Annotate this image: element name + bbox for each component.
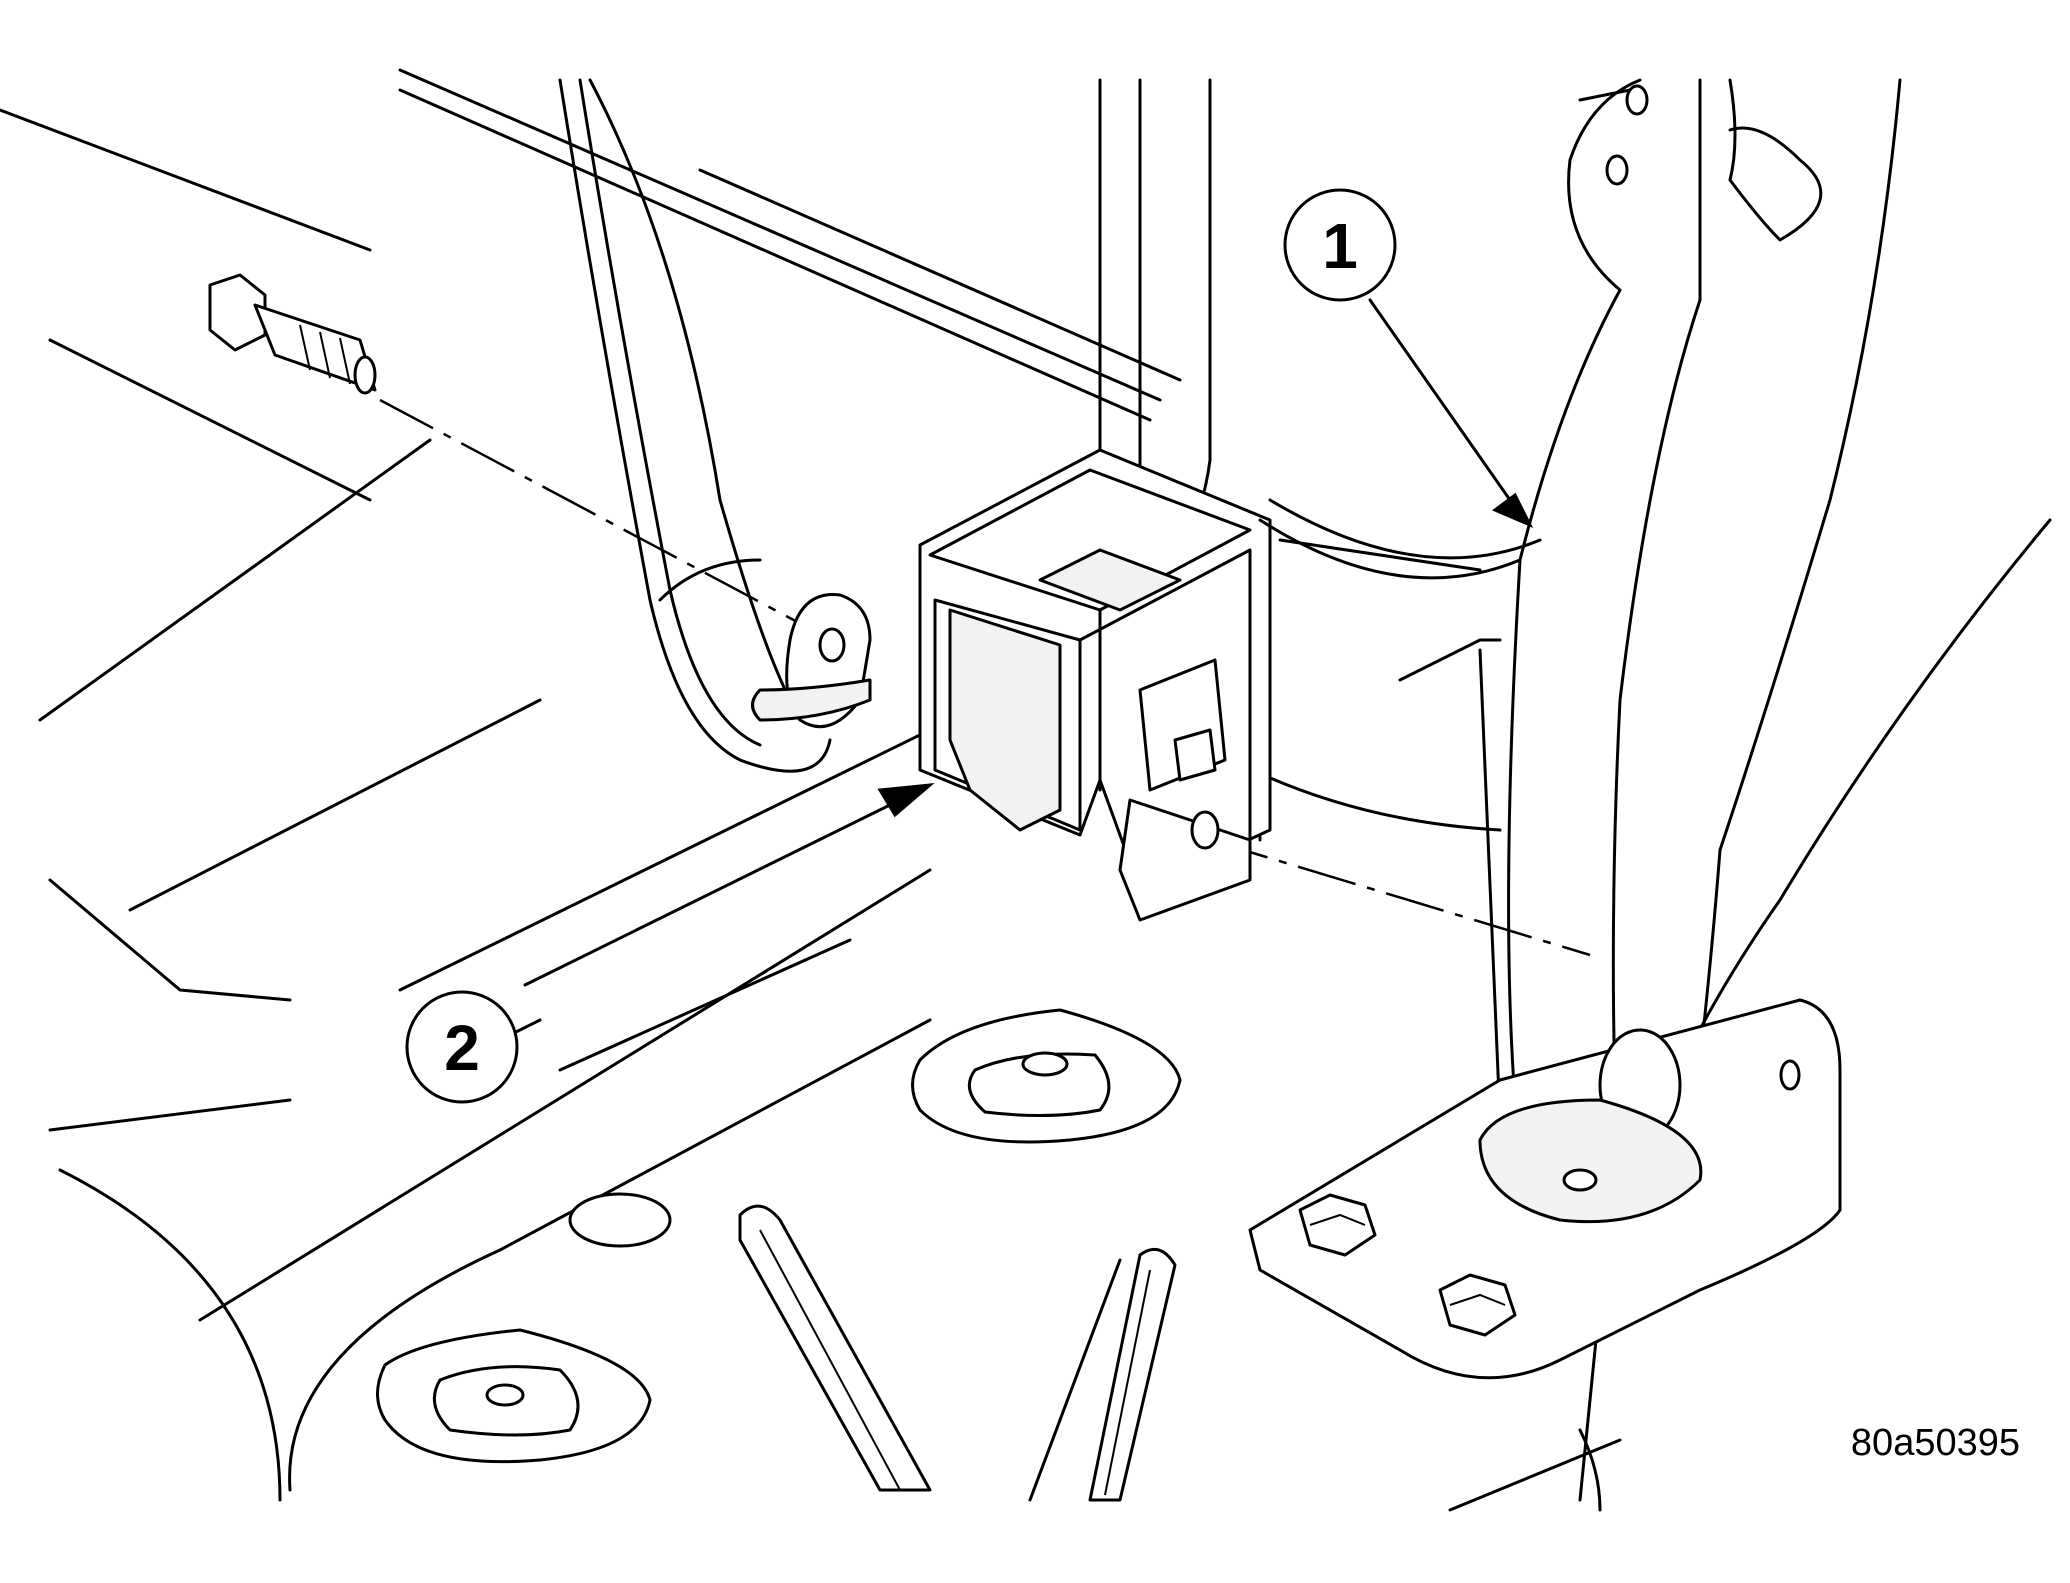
callout-2: 2: [405, 783, 935, 1104]
lower-anchor-plate: [1248, 998, 1842, 1380]
seat-belt-webbing-left: [558, 78, 872, 773]
callout-2-label: 2: [444, 1012, 480, 1084]
floor-rib-left: [738, 1204, 932, 1492]
floor-pad-center: [911, 1008, 1182, 1144]
figure-code: 80a50395: [1851, 1422, 2020, 1464]
floor-rib-right: [1088, 1247, 1177, 1502]
belt-guide-washer: [751, 593, 872, 729]
callout-1: 1: [1283, 188, 1534, 528]
buckle-bracket: [918, 448, 1272, 922]
floor-pad-left: [376, 1328, 652, 1464]
anchor-bolt: [208, 273, 377, 395]
callout-1-label: 1: [1322, 210, 1358, 282]
alignment-lines: [379, 398, 1591, 957]
pillar-trim: [1258, 78, 2052, 1512]
anchor-bolt-upper: [1298, 1193, 1377, 1257]
floor-hole: [568, 1192, 672, 1248]
anchor-bolt-lower: [1438, 1273, 1517, 1337]
